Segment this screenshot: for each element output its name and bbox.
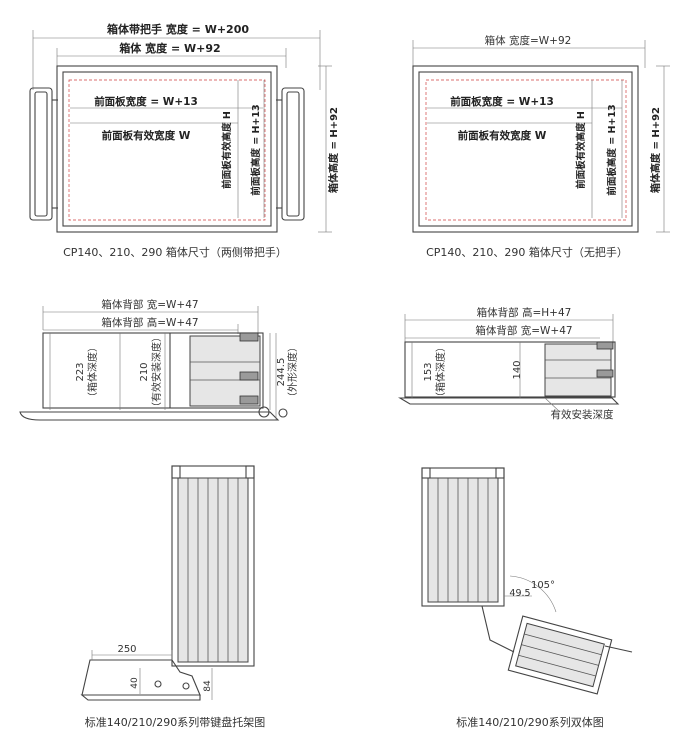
depth-label: （箱体深度） [86,342,99,402]
back-width-label: 箱体背部 宽=W+47 [475,324,572,337]
side-section-140-drawing: 箱体背部 高=H+47 箱体背部 宽=W+47 153 （箱体深度） 140 有… [398,306,620,421]
dim-84: 84 [203,680,213,692]
dim-40: 40 [130,677,140,689]
effective-width-label: 前面板有效宽度 W [458,129,547,142]
back-height-label: 箱体背部 高=H+47 [477,306,572,319]
front-panel-height-label: 前面板高度 = H+13 [250,104,262,195]
caption-case-without-handles: CP140、210、290 箱体尺寸（无把手） [426,245,628,259]
case-with-handles-drawing: 箱体带把手 宽度 = W+200 箱体 宽度 = W+92 前面板宽度 = W+… [29,22,340,259]
back-width-label: 箱体背部 宽=W+47 [101,298,198,311]
effective-height-label: 前面板有效高度 H [221,111,233,189]
front-panel-width-label: 前面板宽度 = W+13 [94,95,198,108]
caption-double-body: 标准140/210/290系列双体图 [456,715,603,729]
outer-depth-label: （外形深度） [286,342,299,402]
case-height-label: 箱体高度 = H+92 [327,107,340,193]
front-panel-height-label: 前面板高度 = H+13 [606,104,618,195]
caption-keyboard-tray: 标准140/210/290系列带键盘托架图 [85,715,265,729]
case-without-handles-drawing: 箱体 宽度=W+92 前面板宽度 = W+13 前面板有效宽度 W 前面板有效高… [412,34,670,259]
dim-49-5: 49.5 [509,588,530,599]
case-height-label: 箱体高度 = H+92 [649,107,662,193]
effective-width-label: 前面板有效宽度 W [102,129,191,142]
depth-value: 223 [75,362,86,381]
depth-value: 153 [423,362,434,381]
install-depth-callout: 有效安装深度 [551,408,614,421]
install-depth-label: （有效安装深度） [150,332,163,412]
total-width-label: 箱体带把手 宽度 = W+200 [107,22,249,36]
angle-label: 105° [531,580,555,591]
side-section-210-drawing: 箱体背部 宽=W+47 箱体背部 高=W+47 223 （箱体深度） 210 （… [19,298,299,421]
caption-case-with-handles: CP140、210、290 箱体尺寸（两侧带把手） [63,245,287,259]
keyboard-tray-drawing: 250 40 84 标准140/210/290系列带键盘托架图 [80,465,265,729]
outer-depth-value: 244.5 [276,358,287,387]
case-width-label: 箱体 宽度=W+92 [485,34,572,47]
case-width-label: 箱体 宽度 = W+92 [119,41,220,55]
back-height-label: 箱体背部 高=W+47 [101,316,198,329]
effective-height-label: 前面板有效高度 H [575,111,587,189]
install-depth-value: 210 [139,362,150,381]
depth-label: （箱体深度） [434,342,447,402]
front-panel-width-label: 前面板宽度 = W+13 [450,95,554,108]
dim-250: 250 [117,644,136,655]
double-body-drawing: 105° 49.5 标准140/210/290系列双体图 [421,467,633,729]
install-depth-value: 140 [512,360,523,379]
